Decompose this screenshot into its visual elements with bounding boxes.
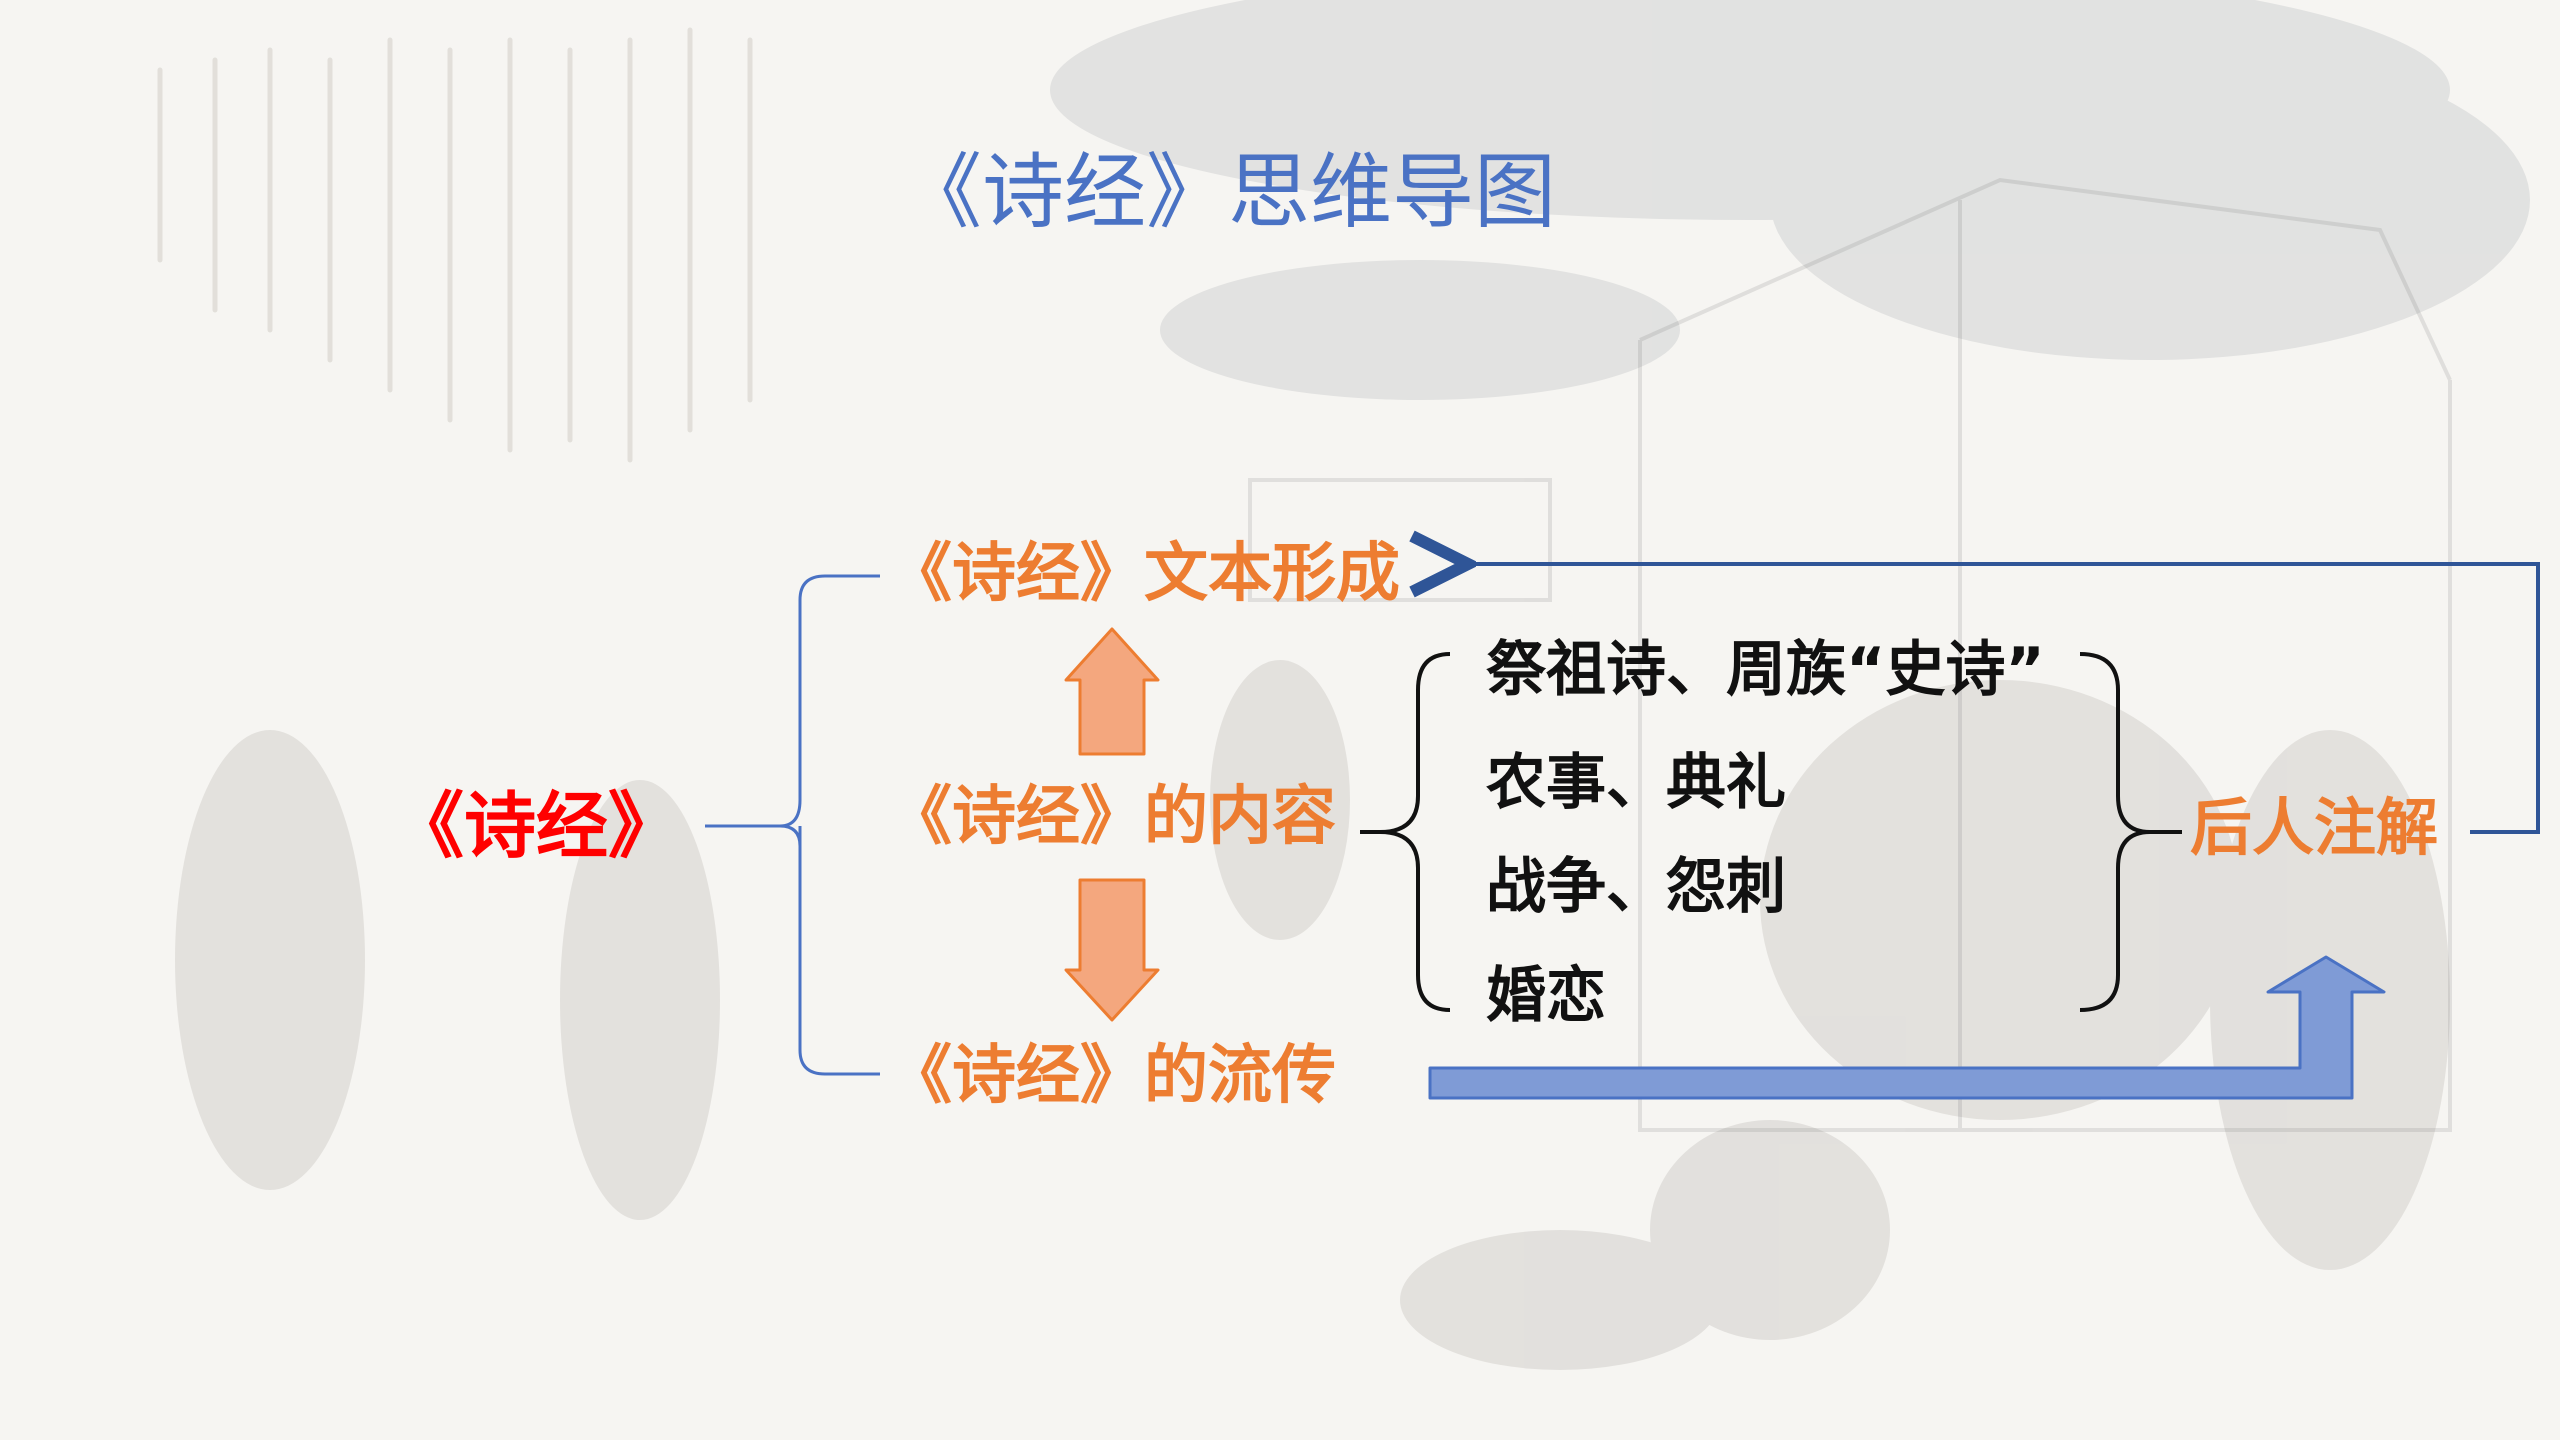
down-arrow xyxy=(1064,878,1160,1022)
up-arrow xyxy=(1064,627,1160,756)
content-item-war-satire: 战争、怨刺 xyxy=(1486,852,1786,922)
page-title: 《诗经》思维导图 xyxy=(900,145,1557,240)
annotation-return-arrow xyxy=(1460,564,2540,834)
spread-to-annotation-arrow xyxy=(1428,955,2386,1100)
content-left-brace xyxy=(1360,652,1451,1012)
content-item-ancestor-epic: 祭祖诗、周族“史诗” xyxy=(1486,635,2045,705)
branch-spread: 《诗经》的流传 xyxy=(888,1039,1336,1113)
content-item-farming-ceremony: 农事、典礼 xyxy=(1486,748,1786,818)
later-annotation-node: 后人注解 xyxy=(2190,791,2439,864)
root-node: 《诗经》 xyxy=(392,784,681,868)
branch-text-formation: 《诗经》文本形成 xyxy=(888,537,1400,611)
content-item-marriage-love: 婚恋 xyxy=(1486,961,1606,1031)
branch-content: 《诗经》的内容 xyxy=(888,780,1336,854)
content-right-brace xyxy=(2079,652,2182,1012)
root-bracket xyxy=(705,574,880,1076)
